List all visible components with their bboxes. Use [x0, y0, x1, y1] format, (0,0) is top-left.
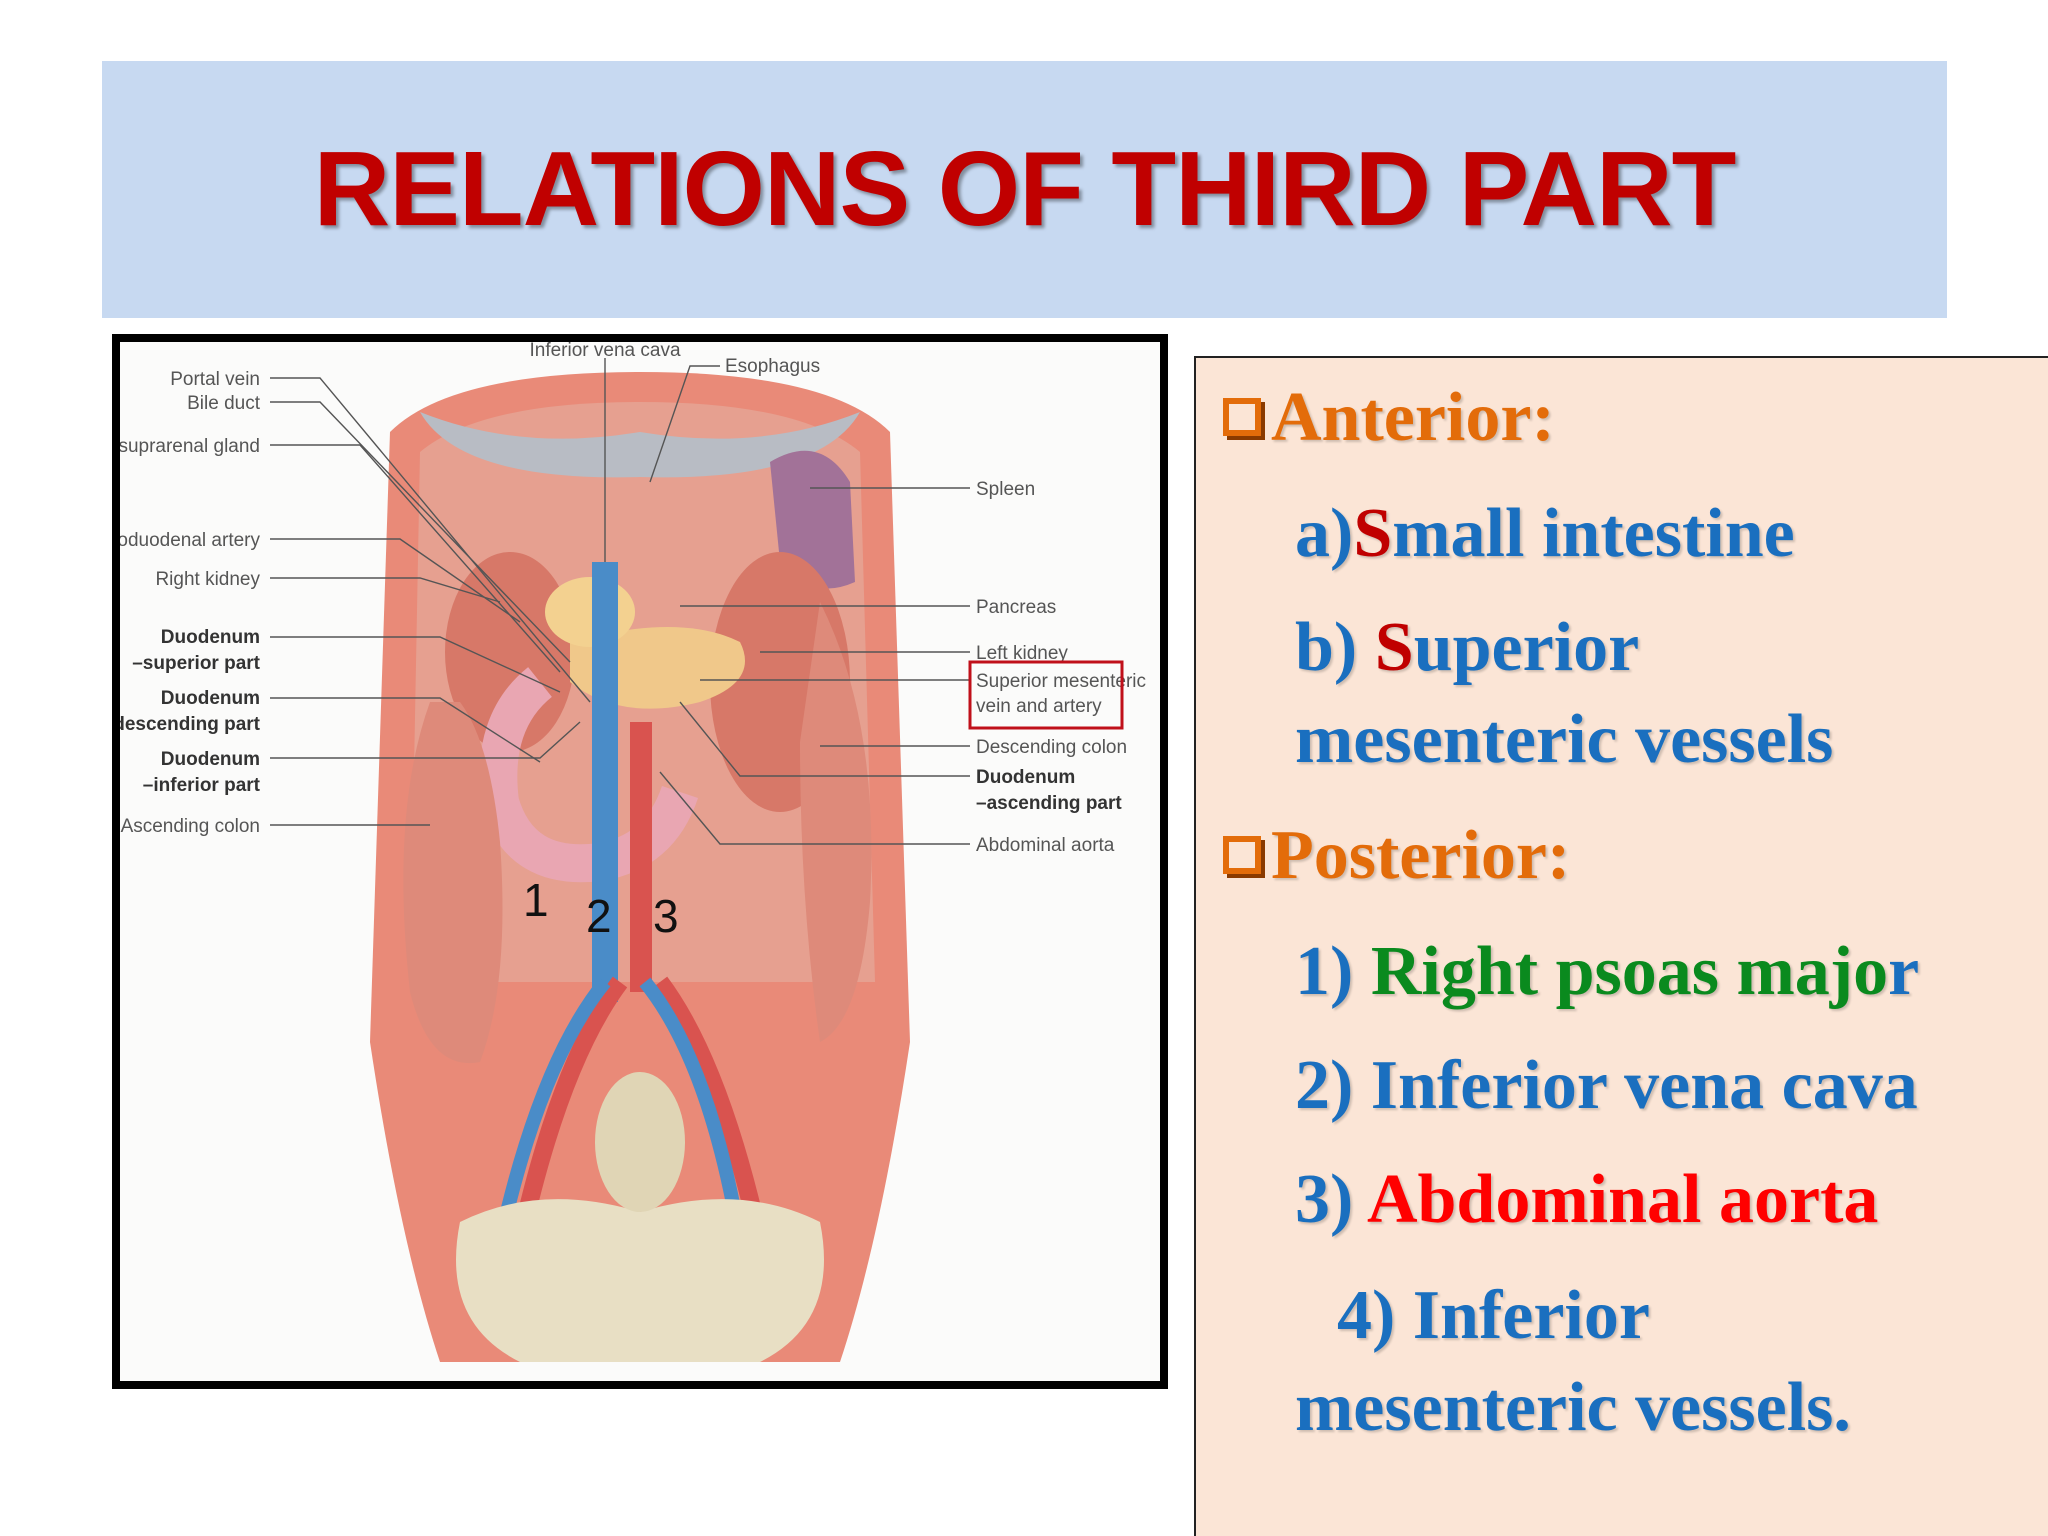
label-duodenum-ascending-2: –ascending part — [976, 793, 1122, 814]
label-duodenum-inferior-2: –inferior part — [143, 775, 261, 796]
label-inferior-vena-cava: Inferior vena cava — [529, 342, 680, 361]
anatomy-figure: Portal vein Bile duct Right suprarenal g… — [112, 334, 1168, 1389]
checkbox-bullet-icon — [1223, 836, 1261, 874]
marker-2: 2 — [586, 890, 612, 942]
label-duodenum-superior-2: –superior part — [132, 653, 260, 674]
marker-3: 3 — [653, 890, 679, 942]
title-band: RELATIONS OF THIRD PART — [102, 61, 1947, 318]
label-ascending-colon: Ascending colon — [121, 816, 260, 837]
anterior-item-a: a)Small intestine — [1295, 495, 1795, 572]
label-abdominal-aorta: Abdominal aorta — [976, 835, 1115, 856]
anatomy-illustration: Portal vein Bile duct Right suprarenal g… — [120, 342, 1146, 1362]
label-gastroduodenal-artery: Gastroduodenal artery — [120, 530, 260, 551]
label-superior-mesenteric-1: Superior mesenteric — [976, 671, 1146, 692]
label-left-kidney: Left kidney — [976, 643, 1068, 664]
label-pancreas: Pancreas — [976, 597, 1056, 618]
anterior-heading: Anterior: — [1223, 378, 1555, 458]
marker-1: 1 — [523, 874, 549, 926]
label-superior-mesenteric-2: vein and artery — [976, 696, 1102, 717]
posterior-item-1: 1) Right psoas major — [1295, 933, 1920, 1010]
highlight-box — [968, 660, 1124, 730]
label-duodenum-descending-2: –descending part — [120, 714, 261, 735]
aorta-shape — [630, 722, 652, 992]
relations-panel: Anterior: a)Small intestine b) Superior … — [1194, 356, 2048, 1536]
posterior-item-3: 3) Abdominal aorta — [1295, 1161, 1879, 1238]
checkbox-bullet-icon — [1223, 398, 1261, 436]
slide-title: RELATIONS OF THIRD PART — [313, 130, 1737, 248]
label-descending-colon: Descending colon — [976, 737, 1127, 758]
posterior-item-4-line2: mesenteric vessels. — [1295, 1369, 1851, 1446]
posterior-item-4: 4) Inferior — [1337, 1277, 1650, 1354]
label-portal-vein: Portal vein — [170, 369, 260, 390]
label-duodenum-ascending-1: Duodenum — [976, 767, 1075, 788]
anterior-item-b: b) Superior — [1295, 609, 1640, 686]
posterior-heading: Posterior: — [1223, 816, 1570, 896]
label-right-suprarenal-gland: Right suprarenal gland — [120, 436, 260, 457]
label-right-kidney: Right kidney — [155, 569, 260, 590]
label-duodenum-inferior-1: Duodenum — [161, 749, 260, 770]
label-duodenum-superior-1: Duodenum — [161, 627, 260, 648]
anterior-item-b-line2: mesenteric vessels — [1295, 701, 1834, 778]
label-duodenum-descending-1: Duodenum — [161, 688, 260, 709]
inferior-vena-cava-shape — [592, 562, 618, 1002]
posterior-item-2: 2) Inferior vena cava — [1295, 1047, 1918, 1124]
label-bile-duct: Bile duct — [187, 393, 261, 414]
label-spleen: Spleen — [976, 479, 1035, 500]
label-esophagus: Esophagus — [725, 356, 820, 377]
pelvis-shape — [456, 1199, 824, 1362]
